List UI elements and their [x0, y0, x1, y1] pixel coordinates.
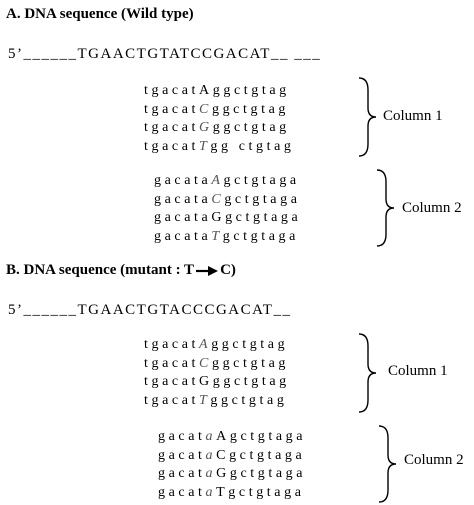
sequence-segment: tgacat — [144, 120, 200, 135]
section-b-column2-label: Column 2 — [404, 452, 464, 468]
variant-base: A — [199, 83, 213, 98]
wild-type-sequence: 5’______TGAACTGTATCCGACAT__ ___ — [8, 46, 322, 62]
sequence-segment: gacata — [154, 210, 212, 225]
section-a-heading: A. DNA sequence (Wild type) — [6, 6, 194, 22]
sequence-segment: Ggctgtaga — [216, 466, 307, 481]
sequence-row: gacataTgctgtaga — [158, 484, 306, 503]
variant-base: C — [199, 355, 212, 371]
sequence-segment: gacat — [158, 447, 206, 463]
sequence-segment: gacata — [154, 173, 212, 188]
sequence-segment: tgacat — [144, 83, 200, 98]
sequence-row: gacataCgctgtaga — [158, 447, 306, 466]
variant-base: a — [205, 429, 217, 444]
section-b-heading: B. DNA sequence (mutant : T C) — [6, 262, 236, 279]
section-b-heading-text: B. DNA sequence (mutant : T — [6, 262, 195, 278]
variant-base: G — [199, 374, 213, 389]
section-a-column1-label: Column 1 — [383, 108, 443, 124]
sequence-row: tgacatGggctgtag — [144, 373, 290, 392]
sequence-row: tgacatAggctgtag — [144, 82, 295, 101]
sequence-segment: tgacat — [144, 355, 200, 371]
sequence-segment: ggctgtag — [212, 374, 290, 389]
sequence-row: tgacatGggctgtag — [144, 119, 295, 138]
section-b-column2-brace — [378, 425, 397, 503]
sequence-row: tgacatCggctgtag — [144, 101, 295, 120]
variant-base: A — [211, 173, 224, 188]
variant-base: G — [199, 120, 213, 135]
sequence-segment: tgacat — [144, 138, 200, 154]
sequence-segment: tgacat — [144, 337, 200, 352]
sequence-segment: gacata — [154, 228, 212, 244]
sequence-segment: tgacat — [144, 392, 200, 408]
sequence-row: gacataTgctgtaga — [154, 228, 301, 247]
section-b-heading-suffix: C) — [220, 262, 236, 278]
sequence-row: gacataAgctgtaga — [158, 428, 306, 447]
sequence-segment: gctgtaga — [222, 228, 299, 244]
section-b-column1-label: Column 1 — [388, 363, 448, 379]
sequence-segment: gacata — [154, 191, 212, 207]
sequence-row: gacataGgctgtaga — [154, 209, 301, 228]
variant-base: T — [199, 138, 211, 154]
sequence-segment: gacat — [158, 429, 206, 444]
sequence-segment: gctgtaga — [225, 210, 302, 225]
variant-base: A — [199, 337, 212, 352]
sequence-segment: Agctgtaga — [216, 429, 307, 444]
sequence-row: tgacatCggctgtag — [144, 355, 290, 374]
sequence-segment: tgacat — [144, 101, 200, 117]
variant-base: a — [205, 447, 217, 463]
variant-base: a — [205, 466, 217, 481]
mutant-sequence: 5’______TGAACTGTACCCGACAT__ — [8, 302, 292, 318]
sequence-segment: Cgctgtaga — [216, 447, 306, 463]
sequence-row: tgacatTggctgtag — [144, 392, 290, 411]
sequence-row: tgacatAggctgtag — [144, 336, 290, 355]
variant-base: C — [211, 191, 225, 207]
sequence-segment: ggctgtag — [210, 392, 288, 408]
arrow-right-icon — [195, 265, 219, 277]
section-a-column2-brace — [376, 169, 395, 247]
sequence-row: tgacatTgg ctgtag — [144, 138, 295, 157]
section-b-column1-brace — [358, 333, 377, 413]
variant-base: T — [199, 392, 211, 408]
section-a-column2-label: Column 2 — [402, 200, 462, 216]
sequence-row: gacataGgctgtaga — [158, 465, 306, 484]
sequence-segment: ggctgtag — [211, 101, 289, 117]
variant-base: T — [211, 228, 223, 244]
sequence-segment: gctgtaga — [223, 173, 300, 188]
sequence-segment: tgacat — [144, 374, 200, 389]
variant-base: a — [205, 484, 217, 500]
sequence-segment: gacat — [158, 484, 206, 500]
variant-base: G — [211, 210, 226, 225]
section-a-column1-brace — [358, 77, 377, 157]
sequence-segment: gg ctgtag — [210, 138, 295, 154]
sequence-row: gacataCgctgtaga — [154, 191, 301, 210]
sequence-segment: Tgctgtaga — [216, 484, 305, 500]
sequence-segment: ggctgtag — [211, 355, 289, 371]
sequence-segment: gacat — [158, 466, 206, 481]
sequence-segment: ggctgtag — [211, 337, 289, 352]
sequence-segment: gctgtaga — [224, 191, 301, 207]
sequence-segment: ggctgtag — [212, 83, 290, 98]
variant-base: C — [199, 101, 212, 117]
sequence-segment: ggctgtag — [212, 120, 290, 135]
sequence-row: gacataAgctgtaga — [154, 172, 301, 191]
